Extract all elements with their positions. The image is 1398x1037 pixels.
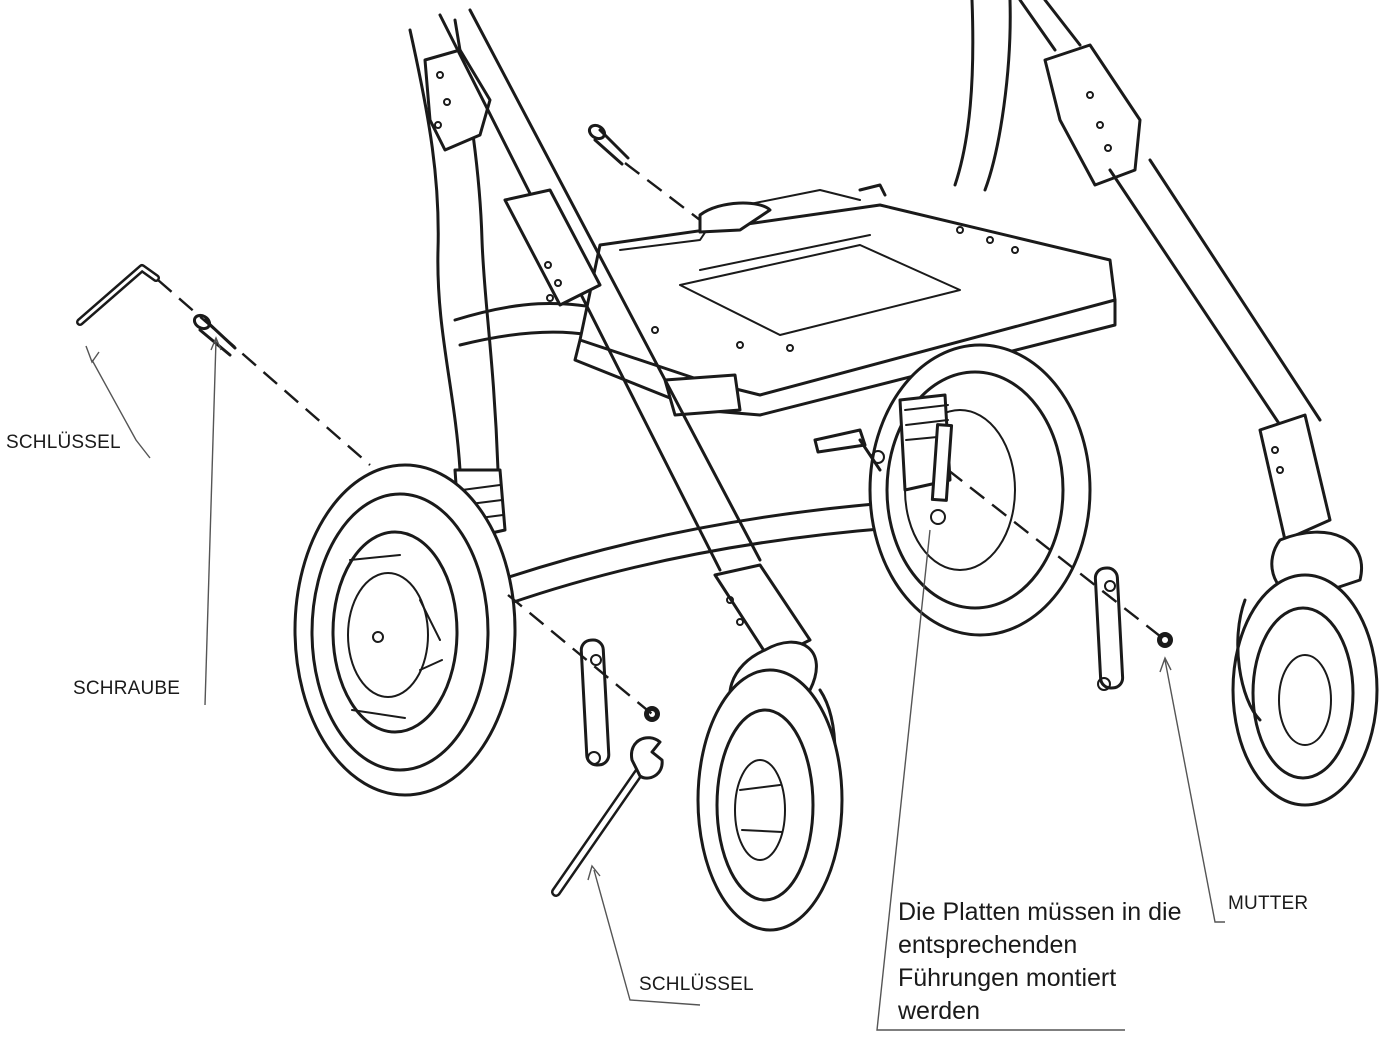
seat-plate [573,183,1117,417]
assembly-lines [157,162,1166,715]
guide-plate-right [1093,566,1125,691]
label-key-left: SCHLÜSSEL [6,432,121,453]
wrench-part [551,736,664,897]
rear-left-frame [408,18,507,542]
front-right-caster [1231,530,1379,807]
allen-key-part [76,264,160,326]
rear-right-frame [953,0,1332,542]
rear-right-wheel [813,343,1092,637]
front-left-caster [696,640,844,932]
label-key-bottom: SCHLÜSSEL [639,974,754,995]
screw-part-left [192,313,237,357]
rear-left-wheel [293,463,517,797]
leader-lines [85,336,1225,1031]
nut-part-right [1157,632,1173,648]
front-left-tube [438,8,812,662]
side-rail [453,301,937,607]
label-screw: SCHRAUBE [73,678,181,699]
label-nut: MUTTER [1228,893,1309,914]
label-plate-note: Die Platten müssen in die entsprechenden… [898,898,1182,1025]
screw-part-top [587,123,630,166]
